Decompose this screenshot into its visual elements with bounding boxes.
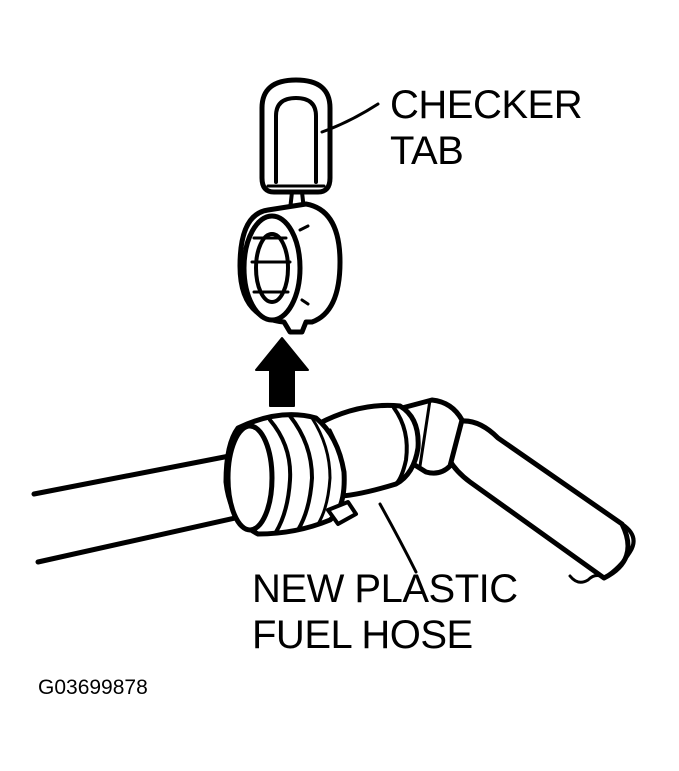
checker-tab-leader — [320, 102, 380, 134]
removal-arrow — [255, 337, 309, 407]
figure-id: G03699878 — [38, 676, 148, 699]
fuel-hose-label-line-1: NEW PLASTIC — [252, 567, 518, 611]
fuel-hose-label: NEW PLASTIC FUEL HOSE — [252, 566, 518, 658]
checker-tab-label: CHECKER TAB — [390, 82, 583, 174]
checker-clip-ring — [237, 201, 343, 335]
metal-pipe — [31, 449, 265, 565]
rubber-hose — [439, 418, 636, 584]
fuel-hose-label-line-2: FUEL HOSE — [252, 613, 473, 657]
fuel-hose-leader — [378, 502, 418, 574]
retainer-collar — [223, 412, 347, 537]
checker-tab-label-line-1: CHECKER — [390, 83, 583, 127]
checker-tab-label-line-2: TAB — [390, 129, 464, 173]
checker-tab — [259, 77, 333, 195]
locking-lug — [326, 500, 358, 526]
